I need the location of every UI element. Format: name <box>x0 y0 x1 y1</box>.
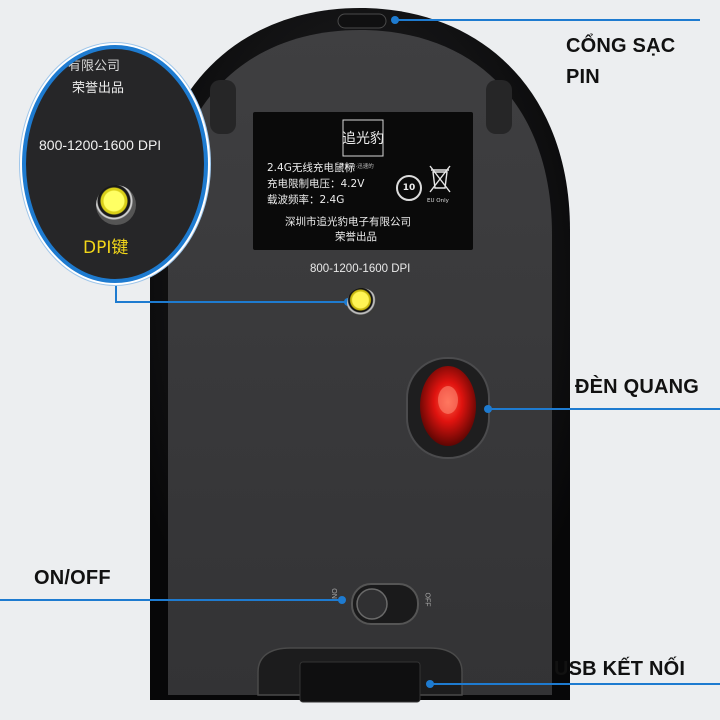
power-switch-label: ON/OFF <box>34 567 111 589</box>
sticker-line-voltage: 充电限制电压：4.2V <box>267 178 365 190</box>
switch-off-mark: OFF <box>423 592 431 607</box>
charging-port <box>337 13 387 29</box>
optical-sensor-label: ĐÈN QUANG <box>575 376 700 398</box>
brand-logo-text: 追光豹 <box>342 131 384 147</box>
eu-only-mark: EU Only <box>427 198 449 204</box>
charging-port-label: CỔNG SẠC PIN <box>566 34 675 89</box>
sticker-line-product: 2.4G无线充电鼠标 <box>267 162 355 174</box>
mouse-foot-right <box>486 80 512 134</box>
sticker-line-frequency: 载波频率：2.4G <box>267 194 345 206</box>
usb-receiver-label: USB KẾT NỐI <box>554 658 686 680</box>
power-switch-knob[interactable] <box>356 588 388 620</box>
brand-slogan: 时尚的·迅速的 <box>339 164 374 170</box>
mouse-foot-left <box>210 80 236 134</box>
sticker-line-company: 深圳市追光豹电子有限公司 <box>285 216 411 228</box>
zoom-dpi-text: 800-1200-1600 DPI <box>39 137 162 153</box>
charging-port-label-line1: CỔNG SẠC <box>566 35 676 57</box>
zoom-cut-text: 有限公司 <box>68 59 121 74</box>
recycle-10-icon: 10 <box>396 175 422 201</box>
sensor-glint <box>438 386 458 414</box>
zoom-brand-text: 荣誉出品 <box>72 81 125 96</box>
dpi-zoom-inset: 有限公司 荣誉出品 800-1200-1600 DPI DPI键 <box>26 49 204 279</box>
zoom-dpi-button <box>96 185 136 225</box>
sticker-line-brand: 荣誉出品 <box>335 231 377 243</box>
body-dpi-text: 800-1200-1600 DPI <box>310 263 411 275</box>
dpi-button[interactable] <box>347 288 377 318</box>
switch-on-mark: ON <box>329 588 337 599</box>
weee-bin-icon <box>429 165 451 193</box>
dpi-key-label: DPI键 <box>83 238 129 258</box>
usb-receiver <box>299 661 421 703</box>
rear-label-sticker: 追光豹 时尚的·迅速的 2.4G无线充电鼠标 充电限制电压：4.2V 载波频率：… <box>253 112 473 250</box>
brand-logo: 追光豹 <box>342 119 384 157</box>
callout-lines <box>0 19 720 685</box>
charging-port-label-line2: PIN <box>566 66 600 88</box>
